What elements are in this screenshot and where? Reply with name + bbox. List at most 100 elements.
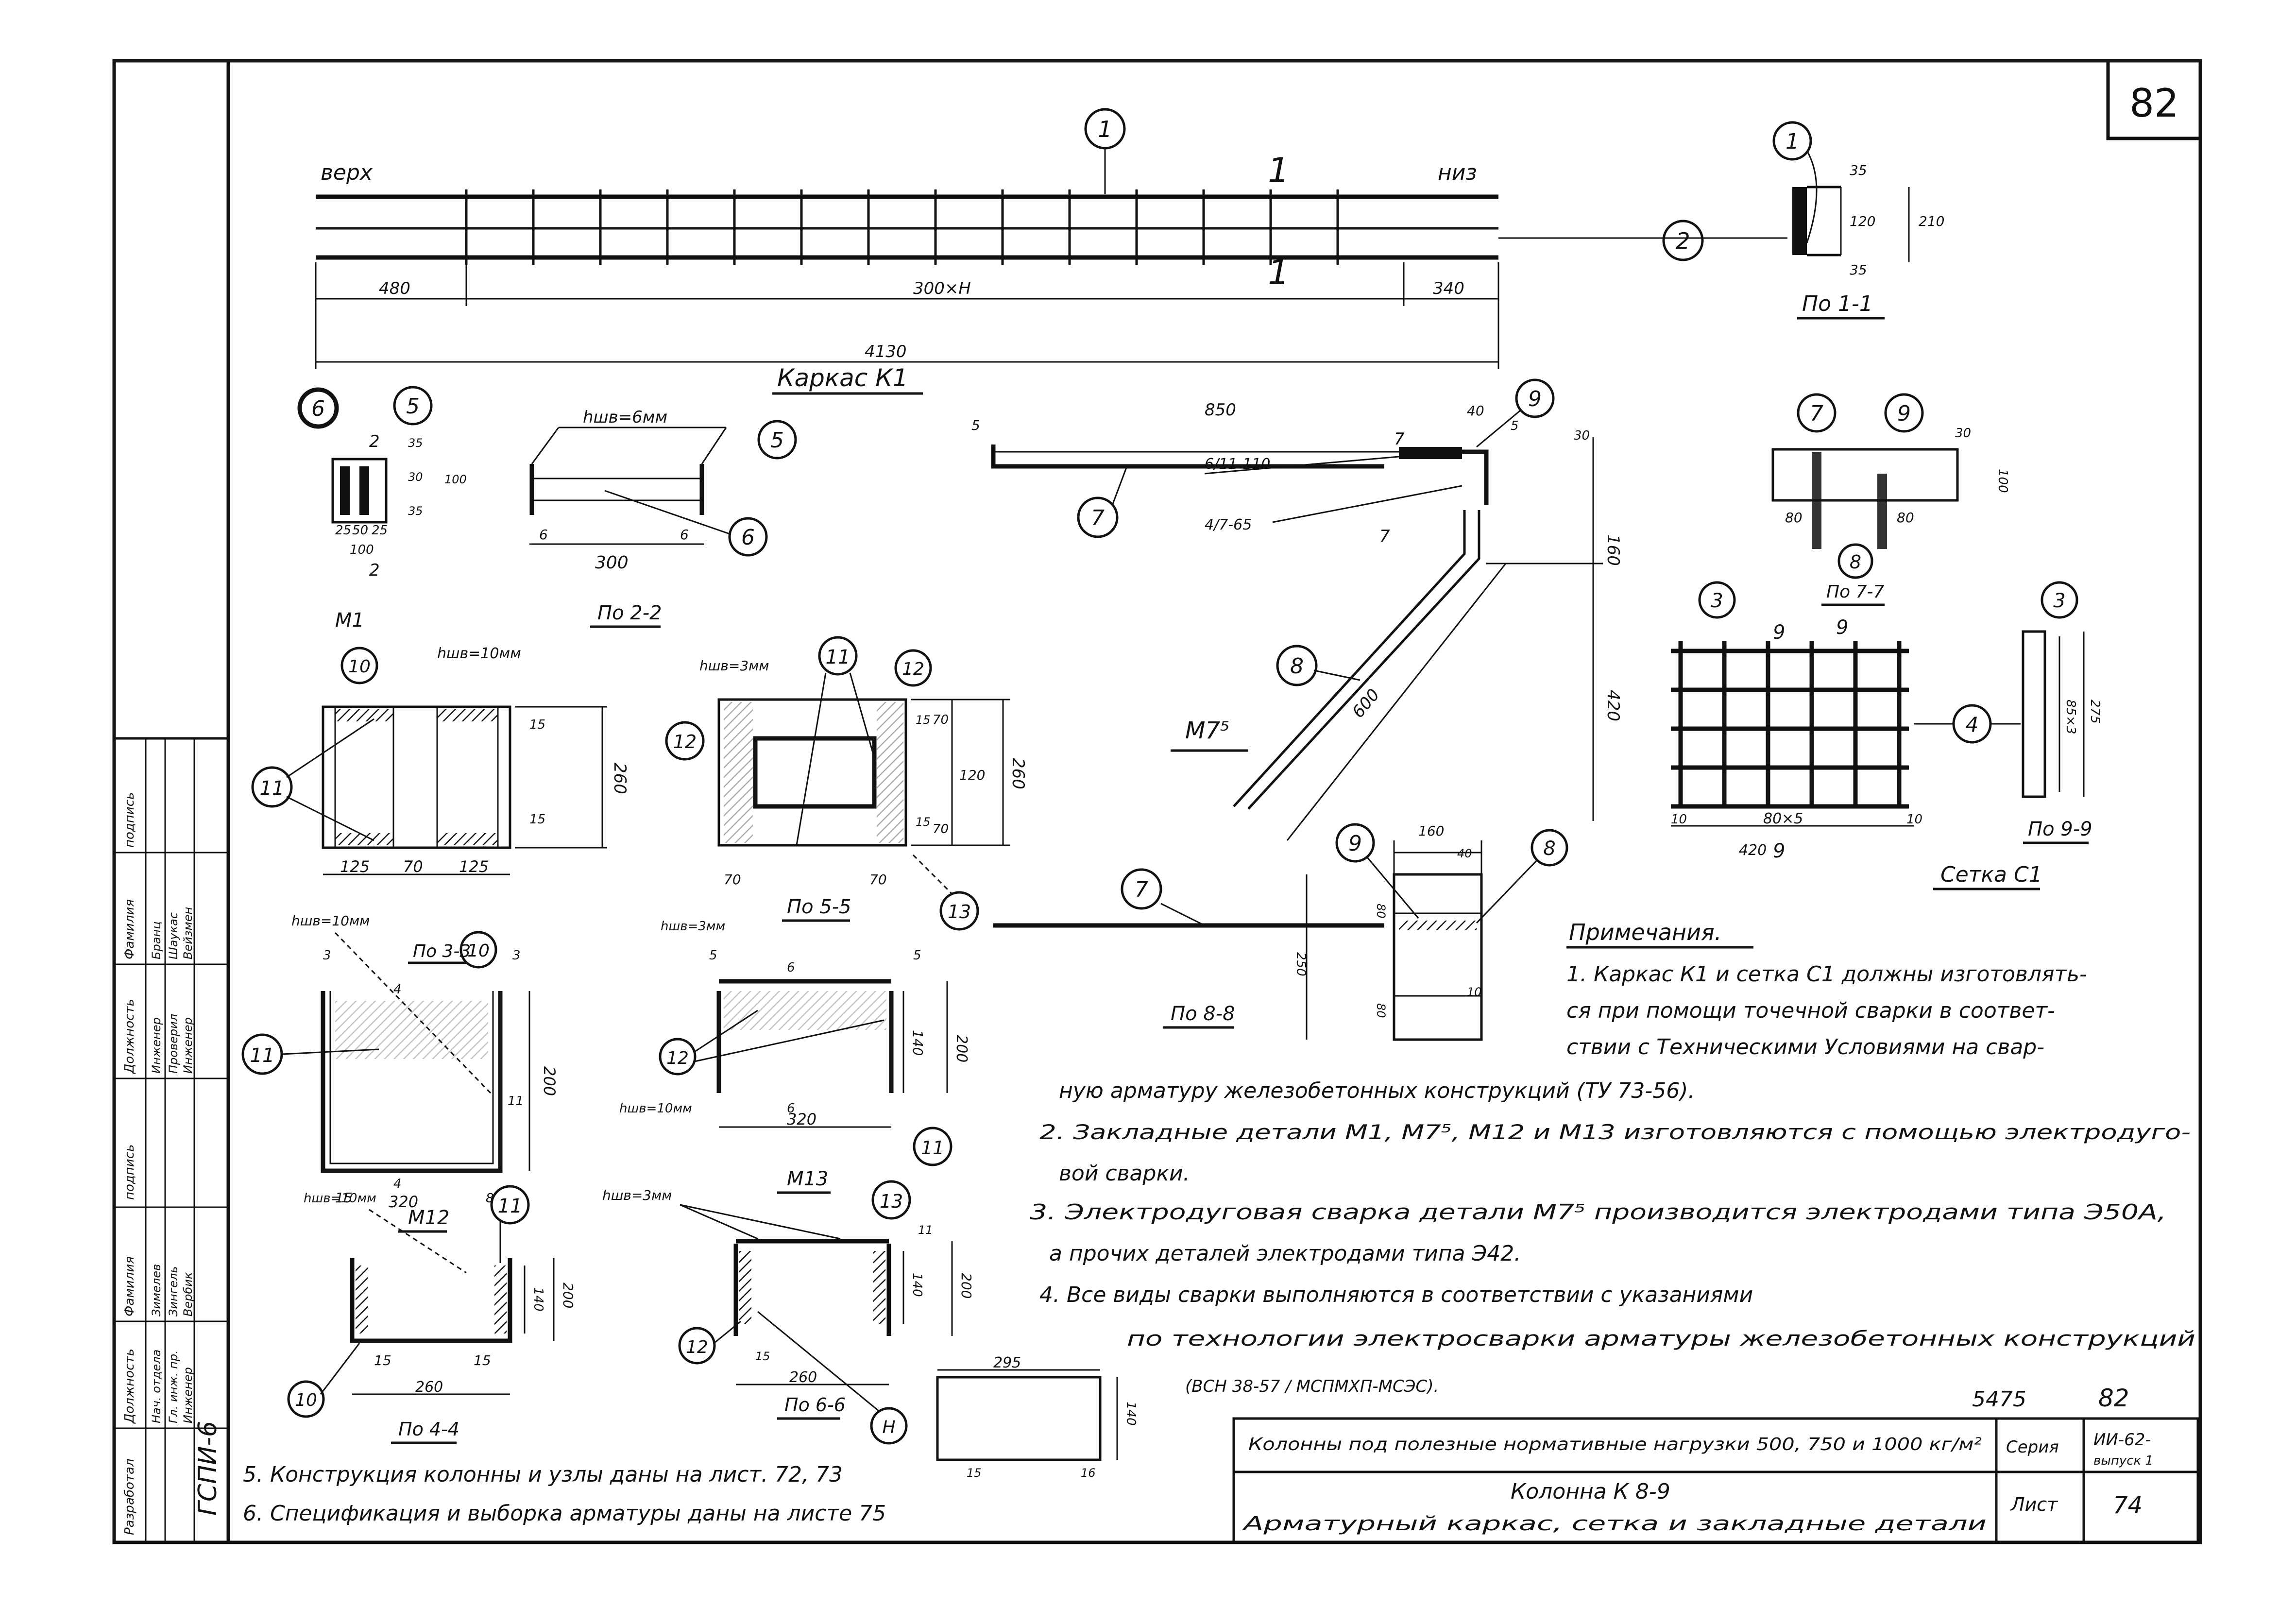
svg-text:5: 5 (709, 948, 717, 963)
callout-11-m12 (490, 1185, 530, 1225)
series-issue: выпуск 1 (2093, 1453, 2153, 1468)
svg-text:70: 70 (403, 857, 423, 876)
stamp-c1-0: Нач. отдела (150, 1350, 163, 1423)
svg-text:9: 9 (1897, 401, 1911, 426)
svg-text:15: 15 (755, 1350, 770, 1363)
svg-text:80×5: 80×5 (1763, 810, 1803, 827)
svg-text:15: 15 (916, 815, 931, 829)
callout-9-88 (1335, 823, 1375, 863)
section-1-1-title: По 1-1 (1802, 291, 1873, 316)
note-4b: по технологии электросварки арматуры жел… (1127, 1327, 2195, 1351)
callout-12-m55-a (894, 649, 932, 687)
section-mark-top: 1 (1268, 151, 1290, 190)
svg-text:7: 7 (1091, 506, 1105, 530)
svg-text:3: 3 (1711, 590, 1723, 612)
sheet-frame (112, 59, 2202, 1544)
karkas-top-right: низ (1438, 160, 1477, 185)
m12-title: М12 (408, 1207, 449, 1229)
stamp-c3-0: Инженер (150, 1017, 163, 1074)
svg-text:420: 420 (1603, 690, 1623, 721)
stamp-c4-2: Вейзмен (181, 907, 195, 959)
stamp-c4-0: Бранц (150, 922, 163, 959)
svg-text:1: 1 (1098, 116, 1112, 142)
svg-text:16: 16 (1081, 1466, 1096, 1480)
callout-3-setka (1698, 581, 1736, 619)
svg-text:80: 80 (1897, 510, 1914, 526)
svg-text:10: 10 (1671, 812, 1687, 827)
svg-text:40: 40 (1467, 403, 1484, 419)
svg-text:600: 600 (1348, 685, 1383, 721)
svg-text:120: 120 (1850, 213, 1875, 229)
svg-text:hшв=10мм: hшв=10мм (437, 645, 521, 662)
svg-text:80: 80 (1785, 510, 1803, 526)
note-3a: 3. Электродуговая сварка детали М7⁵ прои… (1030, 1200, 2166, 1225)
svg-text:9: 9 (1348, 831, 1362, 856)
svg-text:4: 4 (393, 1177, 402, 1191)
callout-7-88 (1121, 868, 1162, 910)
m13-title: М13 (787, 1168, 828, 1190)
svg-text:8: 8 (1850, 551, 1861, 573)
list-value: 74 (2113, 1492, 2143, 1519)
svg-text:200: 200 (560, 1282, 576, 1308)
detail-7-7: 7 9 8 80 80 30 100 По 7-7 9 (1771, 393, 2010, 639)
svg-text:6: 6 (680, 527, 689, 543)
svg-text:12: 12 (902, 659, 924, 679)
svg-text:7: 7 (1394, 429, 1405, 449)
stamp-c3-2: Инженер (181, 1017, 195, 1074)
svg-text:10: 10 (1467, 985, 1482, 999)
callout-11-55b (913, 1127, 952, 1166)
svg-text:12: 12 (666, 1048, 689, 1068)
karkas-top-left: верх (321, 160, 373, 185)
svg-text:hшв=3мм: hшв=3мм (661, 919, 725, 934)
svg-text:140: 140 (531, 1287, 545, 1312)
notes-block: Примечания. 1. Каркас К1 и сетка С1 долж… (243, 919, 2195, 1526)
svg-text:10: 10 (295, 1390, 317, 1410)
svg-text:3: 3 (512, 948, 521, 963)
callout-13-m13 (871, 1180, 911, 1220)
setka-c1: 3 4 3 10 80×5 10 420 9 9 85×3 275 По 9-9… (1671, 581, 2102, 890)
note-2b: вой сварки. (1059, 1161, 1190, 1186)
svg-text:15: 15 (967, 1466, 982, 1480)
callout-13-m55 (939, 891, 979, 931)
callout-12-m13 (678, 1327, 716, 1365)
svg-text:15: 15 (474, 1352, 491, 1368)
svg-text:8: 8 (1290, 654, 1304, 679)
stamp-c2-1: Зингель (167, 1266, 180, 1316)
svg-text:15: 15 (374, 1352, 391, 1368)
svg-text:6: 6 (787, 1101, 795, 1116)
svg-text:15: 15 (916, 713, 931, 727)
callout-5-a (393, 386, 433, 426)
k1-dim-4130: 4130 (865, 342, 907, 361)
svg-text:12: 12 (673, 731, 697, 752)
note-3b: а прочих деталей электродами типа Э42. (1049, 1241, 1521, 1266)
svg-text:hшв=10мм: hшв=10мм (291, 913, 370, 929)
svg-text:200: 200 (540, 1066, 559, 1096)
section-8-8-title: По 8-8 (1171, 1003, 1235, 1025)
svg-text:10: 10 (1906, 812, 1922, 827)
svg-text:5: 5 (406, 394, 420, 419)
svg-text:320: 320 (787, 1110, 816, 1128)
svg-text:2: 2 (369, 432, 380, 451)
callout-7-m7 (1077, 496, 1119, 538)
svg-text:9: 9 (1773, 840, 1785, 862)
svg-text:11: 11 (826, 646, 850, 668)
title-row3: Арматурный каркас, сетка и закладные дет… (1241, 1513, 1987, 1535)
svg-text:11: 11 (918, 1223, 933, 1237)
svg-text:9: 9 (1836, 616, 1848, 639)
svg-text:9: 9 (1528, 387, 1542, 411)
section-1-1: 1 35 120 35 210 По 1-1 (1772, 121, 1944, 320)
detail-2-2: 6 5 2 2 25 50 25 100 35 30 35 100 hшв=6м… (297, 386, 797, 628)
svg-text:15: 15 (529, 718, 545, 732)
svg-text:140: 140 (910, 1273, 924, 1297)
note-5: 5. Конструкция колонны и узлы даны на ли… (243, 1462, 843, 1487)
svg-text:35: 35 (408, 504, 423, 518)
section-9-9-title: По 9-9 (2028, 818, 2092, 840)
callout-11-m1 (251, 766, 293, 808)
svg-text:260: 260 (789, 1369, 817, 1386)
note-6: 6. Спецификация и выборка арматуры даны … (243, 1501, 886, 1526)
svg-text:80: 80 (1374, 904, 1388, 919)
detail-5-5-section: hшв=3мм hшв=10мм 12 11 5 5 6 6 140 200 3… (619, 919, 970, 1166)
note-1d: ную арматуру железобетонных конструкций … (1059, 1078, 1695, 1103)
svg-text:hшв=10мм: hшв=10мм (619, 1101, 692, 1116)
